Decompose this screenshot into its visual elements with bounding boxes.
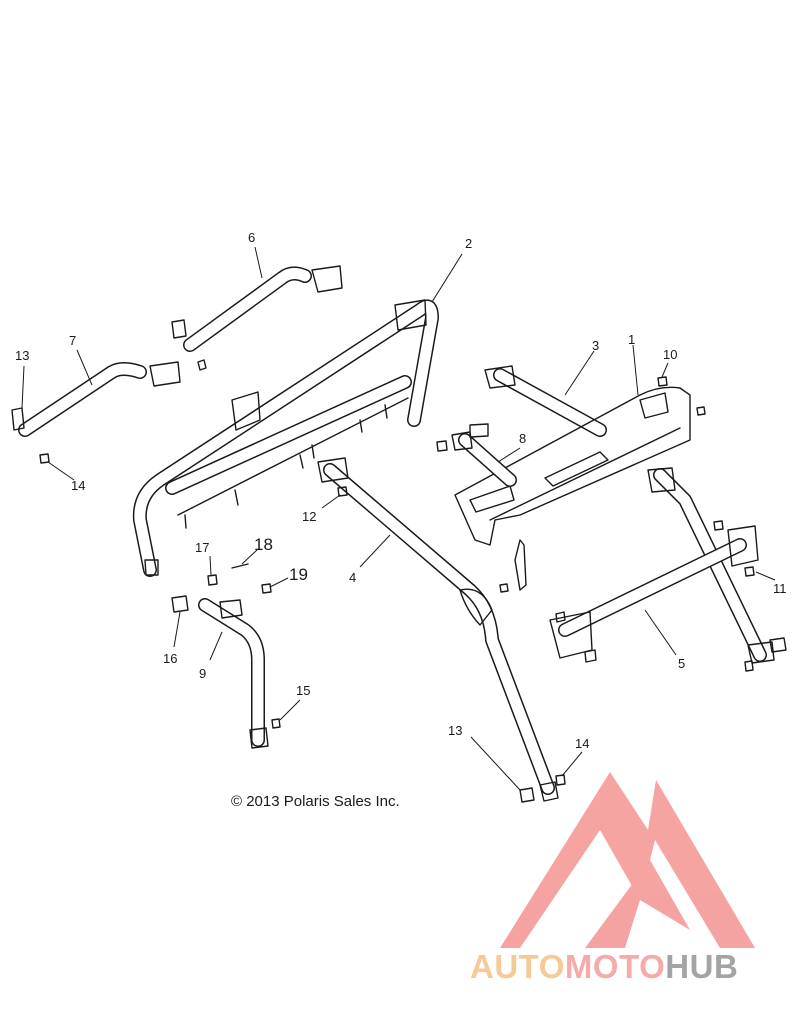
part-1-rear-panel bbox=[454, 386, 691, 546]
part-8-strut bbox=[451, 423, 517, 487]
callout-11: 11 bbox=[773, 581, 787, 596]
callout-19: 19 bbox=[289, 565, 308, 584]
part-6-upper-tube bbox=[171, 265, 343, 371]
leader-lines bbox=[21, 246, 776, 791]
callout-13-bottom: 13 bbox=[448, 723, 462, 738]
callout-9: 9 bbox=[199, 666, 206, 681]
callout-14-bottom: 14 bbox=[575, 736, 589, 751]
logo-word-hub: HUB bbox=[665, 948, 738, 985]
callout-12: 12 bbox=[302, 509, 316, 524]
part-2-front-frame bbox=[132, 299, 439, 577]
callout-16: 16 bbox=[163, 651, 177, 666]
callout-4: 4 bbox=[349, 570, 356, 585]
copyright-text: © 2013 Polaris Sales Inc. bbox=[231, 793, 400, 810]
callout-7: 7 bbox=[69, 333, 76, 348]
callout-5: 5 bbox=[678, 656, 685, 671]
callouts: 1 2 3 4 5 6 7 8 9 10 11 12 13 13 14 14 1… bbox=[15, 230, 787, 751]
callout-17: 17 bbox=[195, 540, 209, 555]
callout-13-left: 13 bbox=[15, 348, 29, 363]
callout-3: 3 bbox=[592, 338, 599, 353]
part-7-side-tube bbox=[11, 361, 181, 464]
callout-14-left: 14 bbox=[71, 478, 85, 493]
callout-6: 6 bbox=[248, 230, 255, 245]
part-4-diagonal-tube bbox=[317, 457, 559, 802]
callout-10: 10 bbox=[663, 347, 677, 362]
part-3-rear-frame bbox=[484, 365, 775, 664]
callout-8: 8 bbox=[519, 431, 526, 446]
callout-2: 2 bbox=[465, 236, 472, 251]
part-9-bracket bbox=[198, 598, 269, 749]
logo-triangle-mark bbox=[500, 772, 755, 948]
callout-1: 1 bbox=[628, 332, 635, 347]
svg-text:AUTOMOTOHUB: AUTOMOTOHUB bbox=[470, 948, 738, 985]
logo-word-auto: AUTO bbox=[470, 948, 565, 985]
part-5-cross-tube bbox=[549, 525, 759, 659]
logo-word-moto: MOTO bbox=[565, 948, 665, 985]
callout-15: 15 bbox=[296, 683, 310, 698]
callout-18: 18 bbox=[254, 535, 273, 554]
hardware bbox=[171, 376, 787, 803]
automotohub-logo: AUTOMOTOHUB bbox=[470, 772, 755, 985]
